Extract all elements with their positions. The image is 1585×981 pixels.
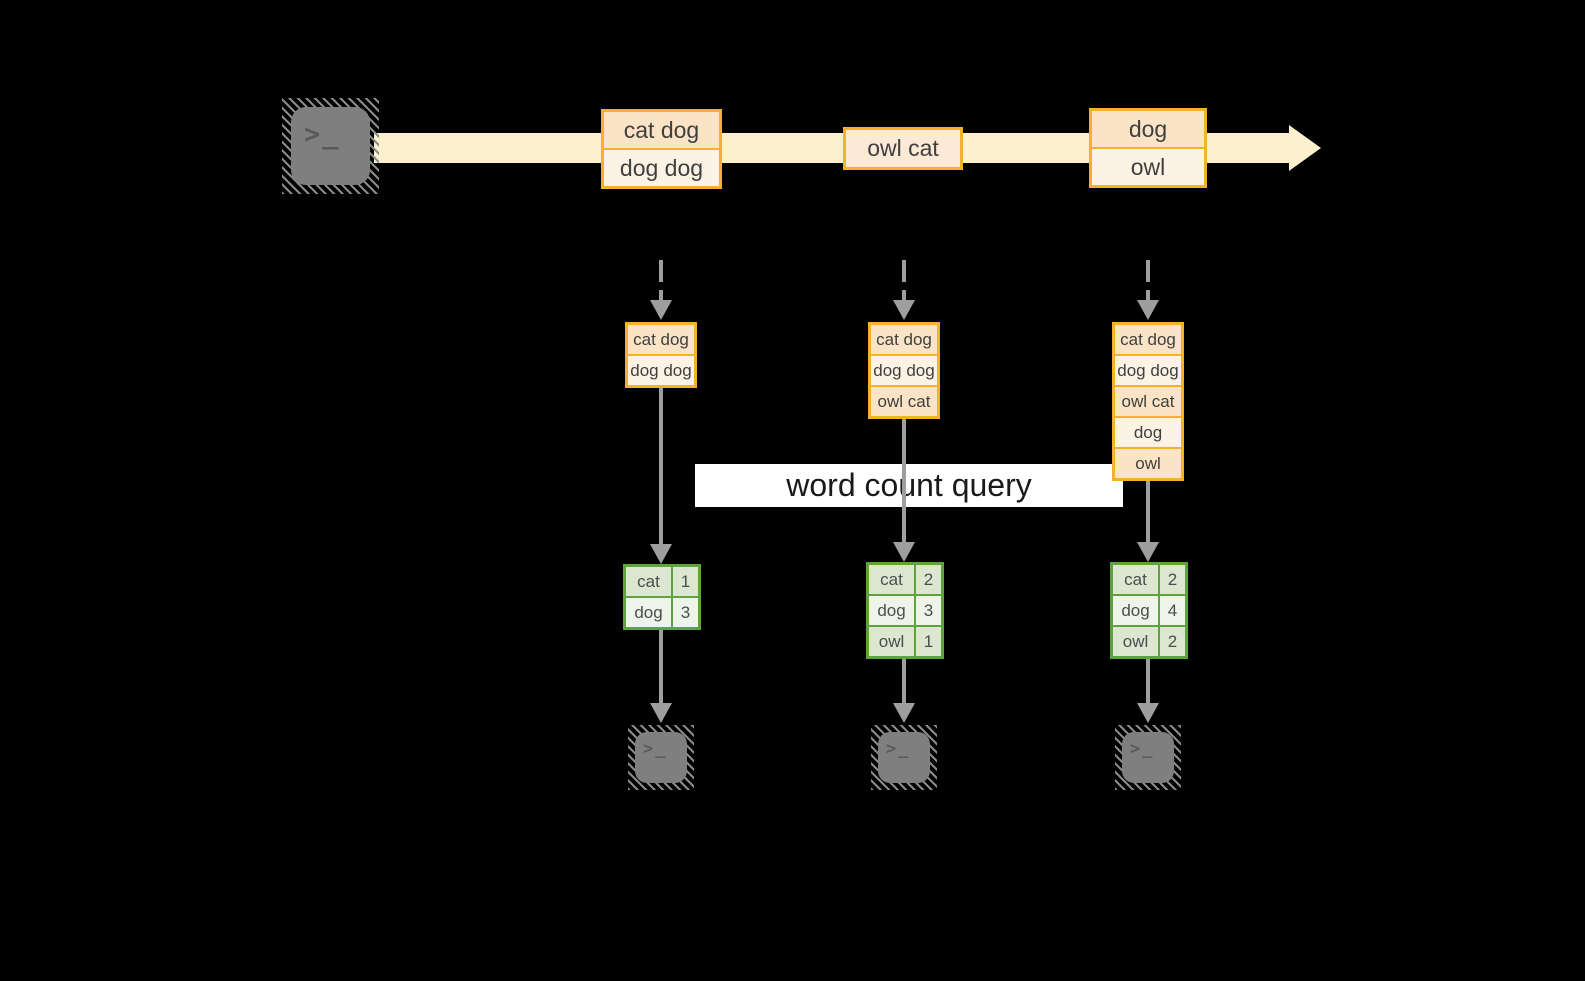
dashed-arrow-line [659,260,663,300]
count-cell: 3 [916,596,941,625]
stack-row: cat dog [628,325,694,354]
dashed-arrow-line [1146,260,1150,300]
stack-row: cat dog [871,325,937,354]
terminal-icon-sink-2: >_ [871,725,937,790]
terminal-icon-source: >_ [282,98,379,194]
arrow-line [659,388,663,544]
word-cell: dog [1113,596,1158,625]
stack-row: owl cat [1115,387,1181,416]
table-row: cat 2 [869,565,941,594]
message-batch-2: owl cat [843,127,963,170]
count-cell: 2 [916,565,941,594]
word-count-table-3: cat 2 dog 4 owl 2 [1110,562,1188,659]
arrowhead-icon [893,542,915,562]
terminal-icon-body: >_ [291,107,370,185]
terminal-prompt-icon: >_ [886,739,911,759]
stack-row: dog dog [628,356,694,385]
terminal-icon-sink-1: >_ [628,725,694,790]
table-row: cat 2 [1113,565,1185,594]
terminal-prompt-icon: >_ [1130,739,1155,759]
stack-row: dog [1115,418,1181,447]
arrowhead-icon [650,544,672,564]
count-cell: 4 [1160,596,1185,625]
word-count-table-1: cat 1 dog 3 [623,564,701,630]
message-row: cat dog [604,112,719,148]
table-row: owl 2 [1113,627,1185,656]
micro-batch-stack-3: cat dog dog dog owl cat dog owl [1112,322,1184,481]
query-label: word count query [695,464,1123,507]
micro-batch-stack-1: cat dog dog dog [625,322,697,388]
terminal-prompt-icon: >_ [304,119,341,150]
message-row: owl cat [846,130,960,167]
terminal-prompt-icon: >_ [643,739,668,759]
count-cell: 1 [673,567,698,596]
table-row: dog 3 [626,598,698,627]
count-cell: 2 [1160,627,1185,656]
arrow-line [902,659,906,703]
stack-row: cat dog [1115,325,1181,354]
message-batch-3: dog owl [1089,108,1207,188]
table-row: dog 3 [869,596,941,625]
arrow-line [902,419,906,542]
stream-arrowhead-icon [1289,125,1321,171]
message-row: dog dog [604,150,719,186]
table-row: cat 1 [626,567,698,596]
table-row: owl 1 [869,627,941,656]
word-cell: cat [626,567,671,596]
stack-row: dog dog [871,356,937,385]
count-cell: 3 [673,598,698,627]
stack-row: owl [1115,449,1181,478]
message-row: owl [1092,149,1204,185]
arrowhead-icon [893,703,915,723]
word-cell: owl [1113,627,1158,656]
arrowhead-icon [1137,542,1159,562]
terminal-icon-body: >_ [635,732,687,783]
micro-batch-stack-2: cat dog dog dog owl cat [868,322,940,419]
terminal-icon-body: >_ [878,732,930,783]
arrowhead-icon [1137,703,1159,723]
arrow-line [1146,659,1150,703]
arrowhead-icon [650,703,672,723]
dashed-arrowhead-icon [893,300,915,320]
stack-row: owl cat [871,387,937,416]
word-cell: dog [869,596,914,625]
message-batch-1: cat dog dog dog [601,109,722,189]
dashed-arrow-line [902,260,906,300]
dashed-arrowhead-icon [650,300,672,320]
word-cell: cat [1113,565,1158,594]
terminal-icon-body: >_ [1122,732,1174,783]
word-cell: owl [869,627,914,656]
dashed-arrowhead-icon [1137,300,1159,320]
arrow-line [659,630,663,703]
table-row: dog 4 [1113,596,1185,625]
word-cell: cat [869,565,914,594]
word-cell: dog [626,598,671,627]
count-cell: 2 [1160,565,1185,594]
stack-row: dog dog [1115,356,1181,385]
count-cell: 1 [916,627,941,656]
message-row: dog [1092,111,1204,147]
terminal-icon-sink-3: >_ [1115,725,1181,790]
word-count-table-2: cat 2 dog 3 owl 1 [866,562,944,659]
arrow-line [1146,481,1150,542]
